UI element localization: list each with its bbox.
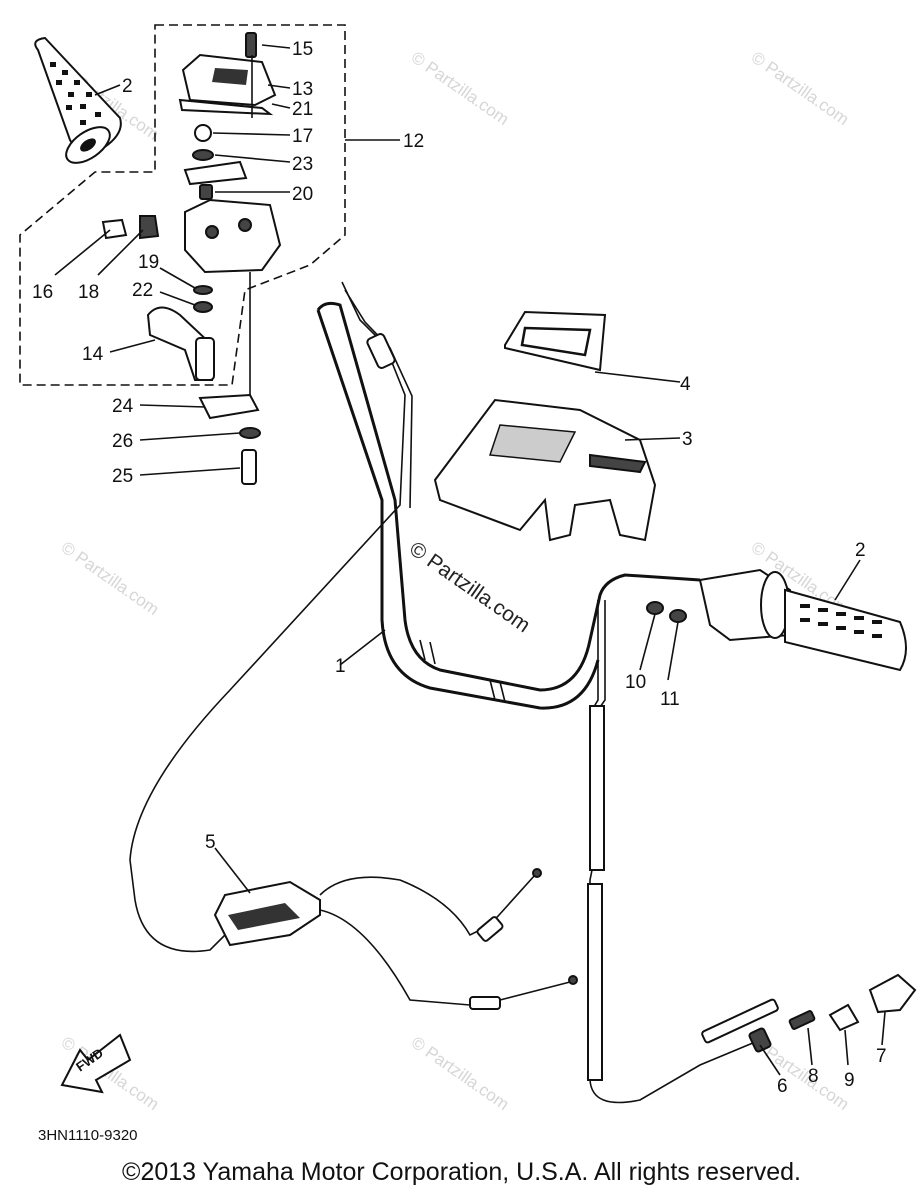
- part-label: 24: [112, 396, 134, 417]
- throttle-housing: [101, 32, 282, 485]
- handlebar-cover: [433, 310, 657, 542]
- part-label: 15: [292, 39, 313, 60]
- part-label: 3: [682, 429, 693, 450]
- parts-diagram: © Partzilla.com © Partzilla.com © Partzi…: [19, 24, 917, 1144]
- part-label: 4: [680, 374, 691, 395]
- part-labels: 2 15 13 21 17 23 20 12 16 18 19 22 14 24…: [32, 39, 887, 1097]
- part-label: 22: [132, 280, 153, 301]
- part-label: 10: [625, 672, 646, 693]
- part-label: 13: [292, 79, 313, 100]
- part-label: 26: [112, 431, 133, 452]
- brake-cable: [587, 600, 761, 1104]
- part-label: 19: [138, 252, 159, 273]
- part-label: 16: [32, 282, 53, 303]
- part-label: 14: [82, 344, 104, 365]
- part-label: 8: [808, 1066, 819, 1087]
- cable-adjuster: [701, 973, 917, 1053]
- part-label: 18: [78, 282, 99, 303]
- part-label: 21: [292, 99, 313, 120]
- part-label: 2: [855, 540, 866, 561]
- part-label: 5: [205, 832, 216, 853]
- leader-lines: [54, 44, 886, 1076]
- throttle-cable: [129, 281, 413, 953]
- watermark: © Partzilla.com: [408, 1033, 513, 1114]
- part-label: 9: [844, 1070, 855, 1091]
- watermark: © Partzilla.com: [408, 48, 513, 129]
- left-grip: [34, 36, 122, 164]
- part-label: 25: [112, 466, 133, 487]
- part-label: 23: [292, 154, 313, 175]
- diagram-code: 3HN1110-9320: [38, 1127, 138, 1144]
- part-label: 20: [292, 184, 313, 205]
- part-label: 6: [777, 1076, 788, 1097]
- cable-junction: [213, 868, 578, 1010]
- handlebar: [316, 301, 701, 710]
- part-label: 7: [876, 1046, 887, 1067]
- watermark: © Partzilla.com: [58, 538, 163, 619]
- watermark: © Partzilla.com: [748, 48, 853, 129]
- fwd-arrow-icon: FWD: [60, 1033, 132, 1094]
- part-label: 1: [335, 656, 346, 677]
- part-label: 2: [122, 76, 133, 97]
- right-grip: [646, 568, 907, 672]
- part-label: 17: [292, 126, 313, 147]
- center-watermark: © Partzilla.com: [405, 537, 534, 637]
- copyright-notice: ©2013 Yamaha Motor Corporation, U.S.A. A…: [122, 1158, 801, 1186]
- part-label: 11: [660, 689, 680, 710]
- part-label: 12: [403, 131, 424, 152]
- assembly-12-boundary: [19, 24, 346, 386]
